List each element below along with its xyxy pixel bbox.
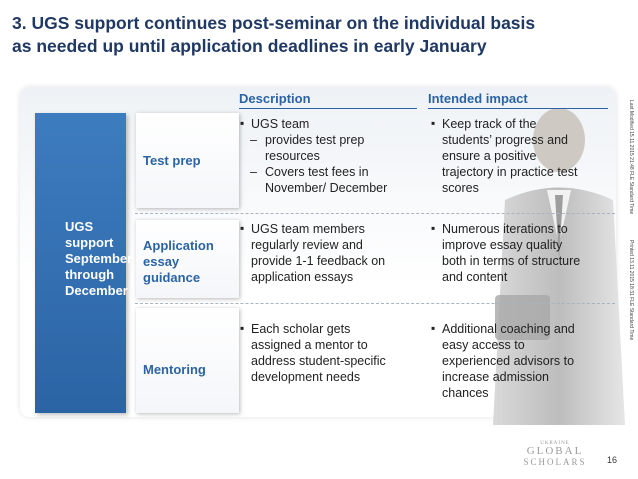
impact-essay-guidance: Numerous iterations to improve essay qua… xyxy=(431,220,621,285)
label-line: through xyxy=(65,267,115,282)
impact-header: Intended impact xyxy=(428,91,608,109)
line: easy access to xyxy=(442,338,525,352)
description-mentoring: Each scholar gets assigned a mentor to a… xyxy=(240,320,430,385)
impact-test-prep: Keep track of the students’ progress and… xyxy=(431,115,621,196)
row-label-text: Test prep xyxy=(143,153,201,168)
logo-line: SCHOLARS xyxy=(523,457,587,467)
description-test-prep: UGS team provides test prep resources Co… xyxy=(240,115,430,196)
logo-line: UKRAINE xyxy=(540,441,570,446)
line: UGS team members xyxy=(251,222,365,236)
description-essay-guidance: UGS team members regularly review and pr… xyxy=(240,220,430,285)
sub-bullet: Covers test fees in November/ December xyxy=(240,164,430,196)
title-line-1: 3. UGS support continues post-seminar on… xyxy=(12,13,536,33)
row-label-mentoring: Mentoring xyxy=(136,308,239,413)
bullet-text: UGS team members regularly review and pr… xyxy=(240,220,430,285)
row-label-text: Application essay guidance xyxy=(143,238,214,286)
line: students’ progress and xyxy=(442,133,569,147)
printed-note: Printed 13.11.2015 18:31 FLE Standard Ti… xyxy=(628,240,634,341)
row-divider xyxy=(135,213,615,214)
label-line: December xyxy=(65,283,128,298)
row-divider xyxy=(135,303,615,304)
line: improve essay quality xyxy=(442,238,563,252)
label-line: September xyxy=(65,251,133,266)
label-line: UGS xyxy=(65,219,94,234)
row-label-essay-guidance: Application essay guidance xyxy=(136,220,239,298)
bullet-text: Keep track of the students’ progress and… xyxy=(431,115,621,196)
line: resources xyxy=(265,149,320,163)
line: ensure a positive xyxy=(442,149,537,163)
line: both in terms of structure xyxy=(442,254,581,268)
line: chances xyxy=(442,386,489,400)
row-label-text: Mentoring xyxy=(143,362,206,377)
sub-bullet: provides test prep resources xyxy=(240,132,430,164)
line: assigned a mentor to xyxy=(251,338,368,352)
bullet-text: Each scholar gets assigned a mentor to a… xyxy=(240,320,430,385)
line: provide 1-1 feedback on xyxy=(251,254,386,268)
line: increase admission xyxy=(442,370,549,384)
label-line: Application xyxy=(143,238,214,253)
line: regularly review and xyxy=(251,238,363,252)
bullet-text: Numerous iterations to improve essay qua… xyxy=(431,220,621,285)
label-line: guidance xyxy=(143,270,201,285)
line: address student-specific xyxy=(251,354,386,368)
line: Covers test fees in xyxy=(265,165,369,179)
line: trajectory in practice test xyxy=(442,165,578,179)
row-label-test-prep: Test prep xyxy=(136,113,239,208)
line: provides test prep xyxy=(265,133,365,147)
description-header: Description xyxy=(239,91,417,109)
line: Keep track of the xyxy=(442,117,537,131)
bullet-text: UGS team xyxy=(240,115,430,132)
line: Additional coaching and xyxy=(442,322,575,336)
label-line: essay xyxy=(143,254,180,269)
logo-line: GLOBAL xyxy=(526,445,584,457)
ugs-support-label: UGS support September through December xyxy=(65,219,132,299)
line: experienced advisors to xyxy=(442,354,575,368)
ukraine-global-scholars-logo: UKRAINE GLOBAL SCHOLARS xyxy=(520,441,590,471)
line: development needs xyxy=(251,370,361,384)
line: November/ December xyxy=(265,181,388,195)
last-modified-note: Last Modified 15.11.2015 21:48 FLE Stand… xyxy=(628,100,634,215)
line: application essays xyxy=(251,270,354,284)
title-line-2: as needed up until application deadlines… xyxy=(12,36,487,56)
line: Numerous iterations to xyxy=(442,222,568,236)
label-line: support xyxy=(65,235,114,250)
ugs-support-bar xyxy=(35,113,126,413)
line: Each scholar gets xyxy=(251,322,351,336)
page-title: 3. UGS support continues post-seminar on… xyxy=(12,12,612,58)
bullet-text: Additional coaching and easy access to e… xyxy=(431,320,621,401)
page-number: 16 xyxy=(607,455,618,465)
line: scores xyxy=(442,181,479,195)
impact-mentoring: Additional coaching and easy access to e… xyxy=(431,320,621,401)
line: and content xyxy=(442,270,508,284)
